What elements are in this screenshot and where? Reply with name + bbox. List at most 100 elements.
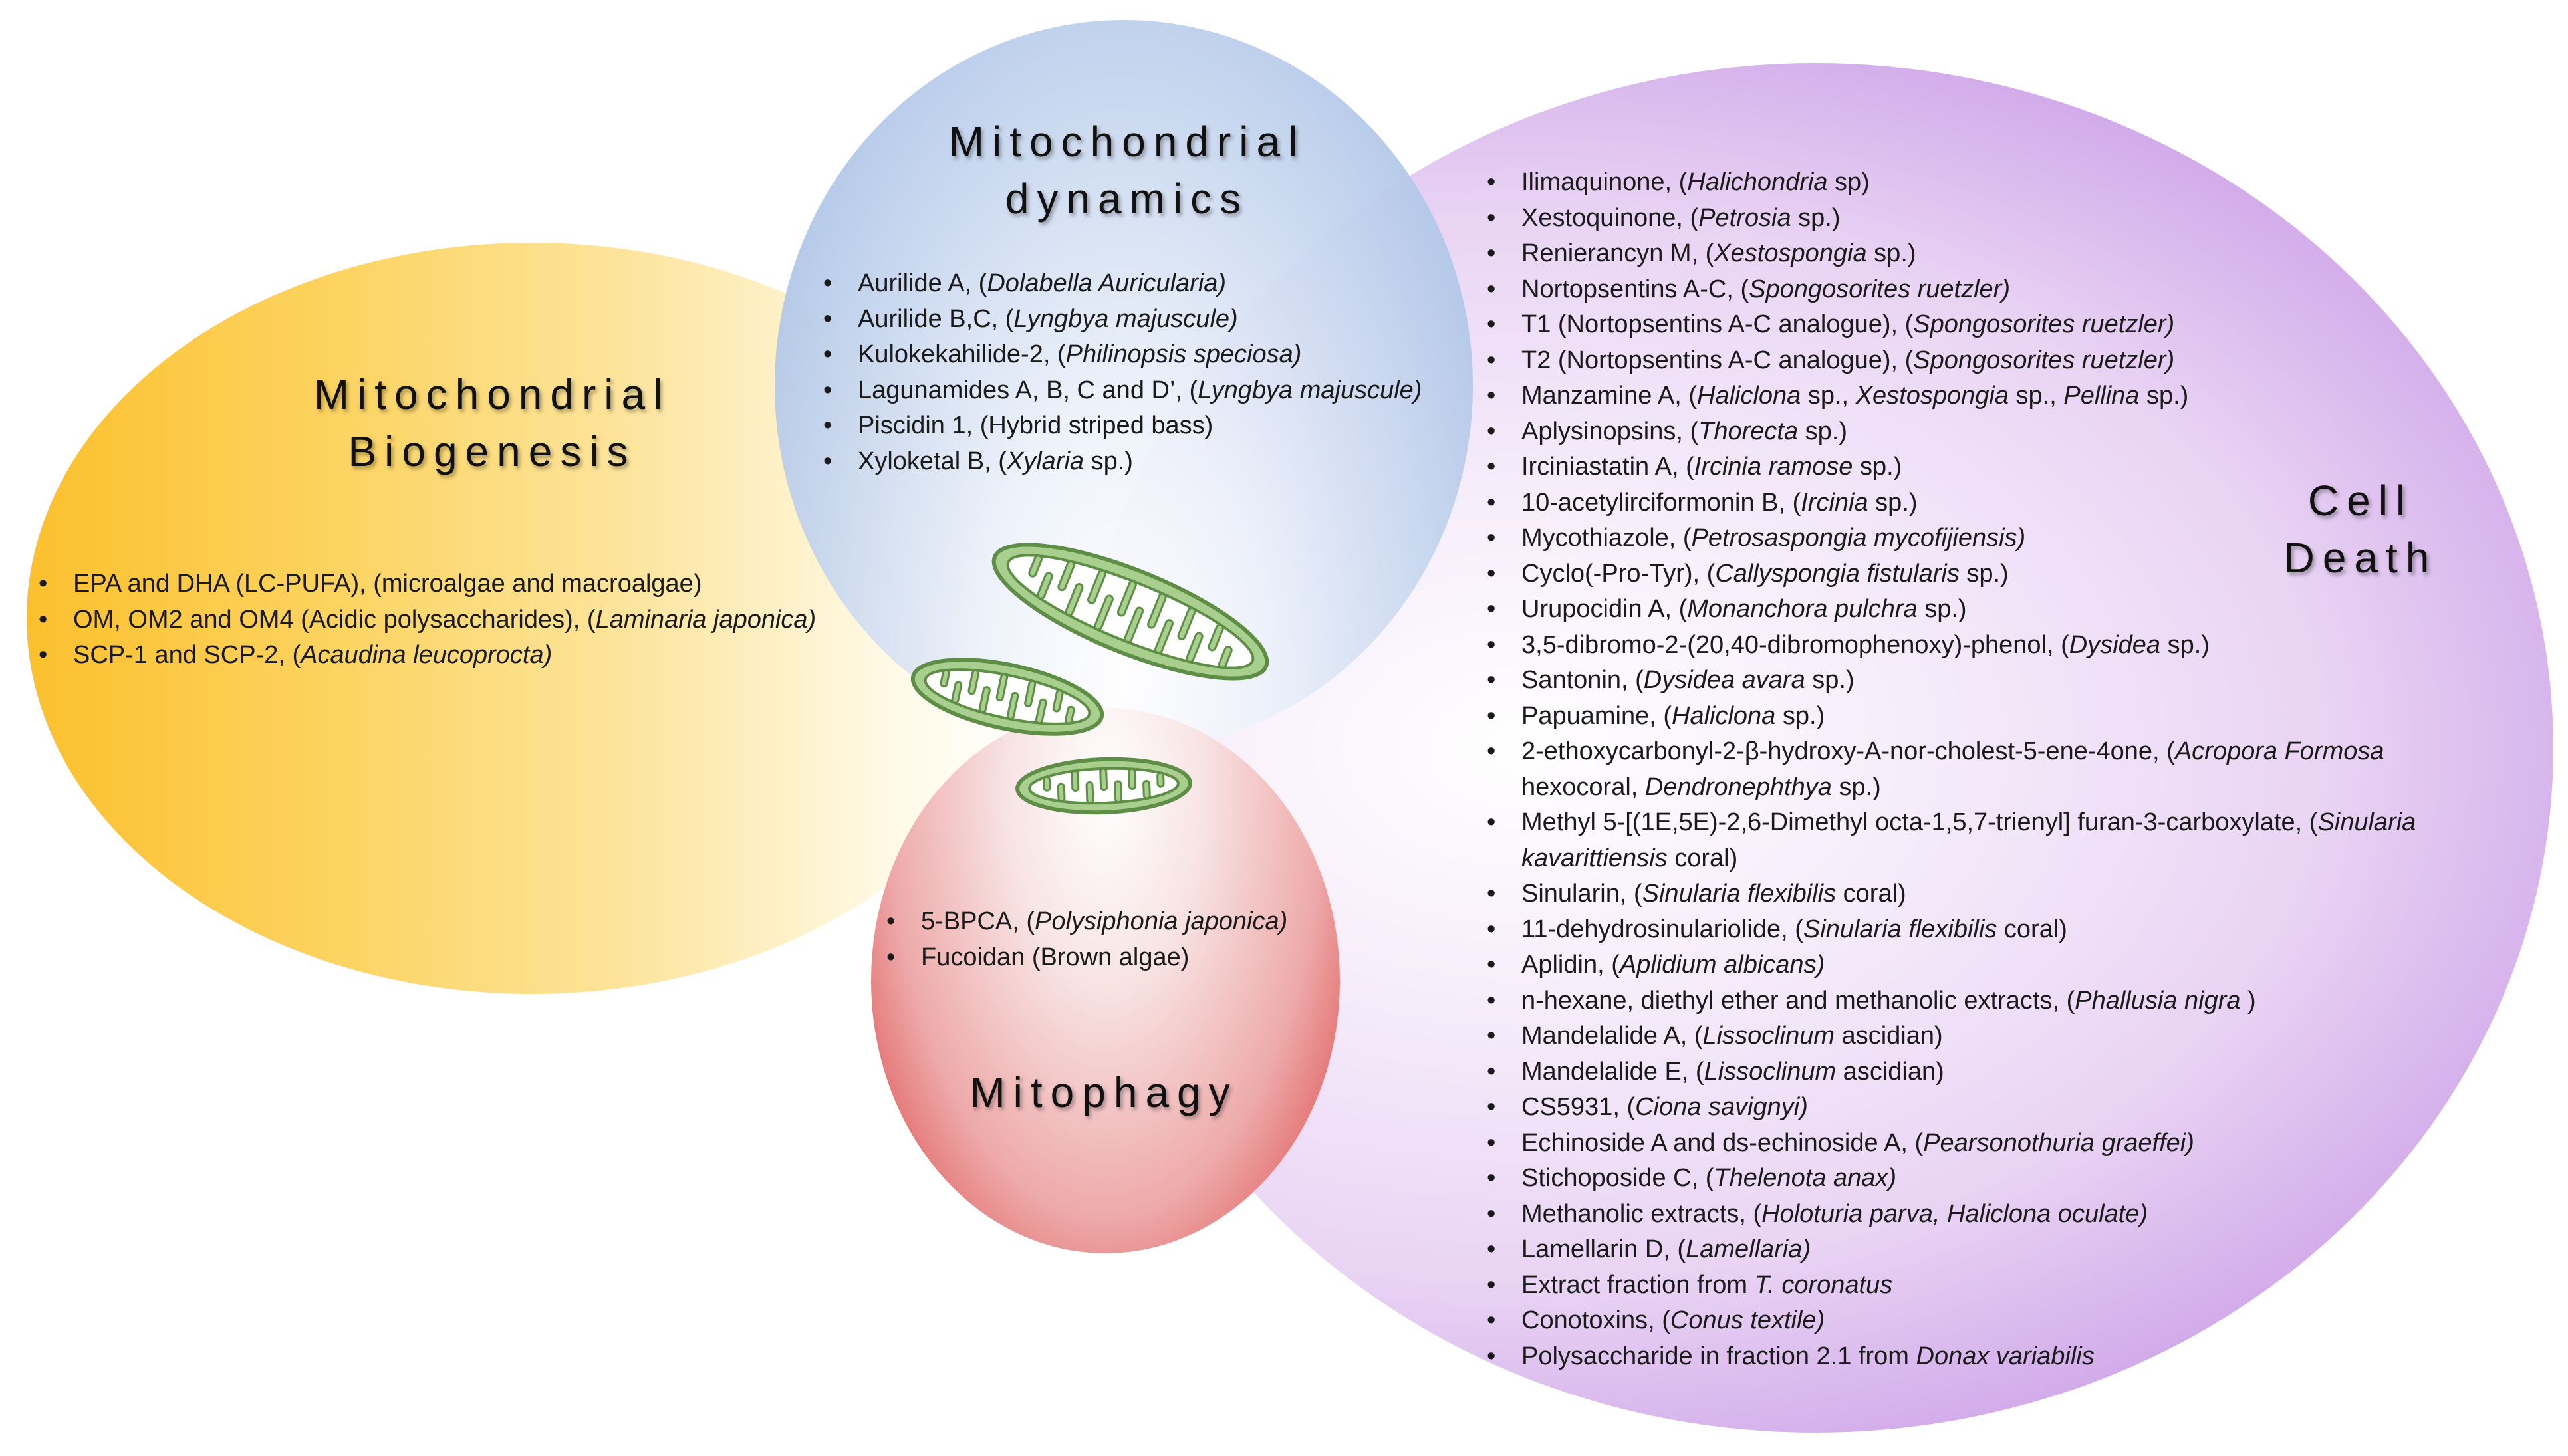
- list-item: SCP-1 and SCP-2, (Acaudina leucoprocta): [35, 638, 952, 673]
- compound-text: 2-ethoxycarbonyl-2-β-hydroxy-A-nor-chole…: [1521, 737, 2175, 765]
- compound-text: Manzamine A, (: [1521, 382, 1697, 410]
- crista-fold: [1052, 689, 1064, 713]
- crista-fold: [1208, 624, 1224, 652]
- compound-text: coral): [1667, 844, 1738, 872]
- compound-text: sp.,: [2008, 382, 2064, 410]
- species-name: Polysiphonia japonica): [1035, 908, 1288, 935]
- compound-text: Xestoquinone, (: [1521, 203, 1699, 232]
- species-name: Acaudina leucoprocta): [301, 641, 553, 669]
- list-item: Aurilide A, (Dolabella Auricularia): [819, 266, 1484, 302]
- compound-text: sp.): [1831, 773, 1881, 801]
- crista-fold: [1035, 698, 1047, 725]
- mitochondrion-icon: [910, 658, 1104, 736]
- compound-text: ascidian): [1835, 1022, 1943, 1050]
- crista-fold: [1156, 771, 1165, 788]
- compound-text: sp.): [1868, 488, 1918, 517]
- species-name: Petrosia: [1698, 203, 1791, 232]
- list-item: Aplidin, (Aplidium albicans): [1483, 947, 2427, 983]
- list-item: 2-ethoxycarbonyl-2-β-hydroxy-A-nor-chole…: [1483, 734, 2427, 805]
- compound-text: EPA and DHA (LC-PUFA), (microalgae and m…: [73, 570, 702, 598]
- compound-text: T2 (Nortopsentins A-C analogue), (: [1521, 346, 1914, 374]
- list-item: CS5931, (Ciona savignyi): [1483, 1090, 2427, 1126]
- compound-text: sp.): [1805, 666, 1855, 694]
- list-item: Nortopsentins A-C, (Spongosorites ruetzl…: [1483, 272, 2427, 308]
- compound-text: 10-acetylirciformonin B, (: [1521, 488, 1801, 517]
- crista-fold: [1124, 606, 1144, 644]
- species-name: Xestospongia: [1855, 382, 2009, 410]
- list-item: Piscidin 1, (Hybrid striped bass): [819, 408, 1484, 444]
- mitochondrion-matrix: [1006, 554, 1255, 669]
- list-item: Lamellarin D, (Lamellaria): [1483, 1232, 2427, 1268]
- crista-fold: [1028, 554, 1043, 578]
- compound-text: Ilimaquinone, (: [1521, 168, 1688, 196]
- species-name: Dendronephthya: [1644, 773, 1832, 801]
- crista-fold: [1116, 580, 1137, 617]
- compound-text: sp.): [1791, 203, 1841, 232]
- species-name: T. coronatus: [1754, 1271, 1893, 1299]
- species-name: Lamellaria): [1686, 1235, 1811, 1263]
- compound-text: sp.): [1853, 453, 1902, 481]
- species-name: Dolabella Auricularia): [987, 269, 1227, 297]
- compound-text: Aurilide A, (: [858, 269, 987, 297]
- compound-text: Irciniastatin A, (: [1521, 453, 1694, 481]
- species-name: Pellina: [2063, 382, 2140, 410]
- compound-text: Lagunamides A, B, C and D’, (: [858, 376, 1198, 404]
- crista-fold: [995, 673, 1009, 702]
- crista-fold: [940, 669, 950, 688]
- species-name: Thorecta: [1698, 417, 1799, 445]
- compound-text: Aplysinopsins, (: [1521, 417, 1699, 445]
- compound-text: n-hexane, diethyl ether and methanolic e…: [1521, 986, 2075, 1015]
- mitochondrion-icon: [1015, 757, 1192, 815]
- list-item: Irciniastatin A, (Ircinia ramose sp.): [1483, 449, 2427, 485]
- crista-fold: [1057, 560, 1075, 592]
- crista-fold: [1142, 779, 1151, 800]
- compound-text: Echinoside A and ds-echinoside A, (: [1521, 1128, 1924, 1157]
- compound-text: Urupocidin A, (: [1521, 595, 1688, 623]
- crista-fold: [1147, 592, 1167, 629]
- mitochondrion-matrix: [924, 668, 1091, 725]
- mitochondria-illustration: [910, 543, 1269, 815]
- compound-text: sp): [1827, 168, 1870, 196]
- list-item: Xyloketal B, (Xylaria sp.): [819, 444, 1484, 480]
- list-item: Urupocidin A, (Monanchora pulchra sp.): [1483, 592, 2427, 628]
- list-item: Mandelalide A, (Lissoclinum ascidian): [1483, 1019, 2427, 1054]
- compound-text: Polysaccharide in fraction 2.1 from: [1521, 1342, 1916, 1370]
- crista-fold: [978, 686, 991, 714]
- compound-text: Mandelalide A, (: [1521, 1022, 1703, 1050]
- crista-fold: [1094, 594, 1114, 631]
- list-item: Manzamine A, (Haliclona sp., Xestospongi…: [1483, 378, 2427, 414]
- compound-text: Stichoposide C, (: [1521, 1164, 1714, 1192]
- species-name: Aplidium albicans): [1619, 951, 1825, 979]
- list-item: Aplysinopsins, (Thorecta sp.): [1483, 414, 2427, 450]
- list-item: OM, OM2 and OM4 (Acidic polysaccharides)…: [35, 602, 952, 638]
- compound-text: Papuamine, (: [1521, 701, 1672, 730]
- list-item: Papuamine, (Haliclona sp.): [1483, 699, 2427, 735]
- compound-text: Sinularin, (: [1521, 880, 1642, 908]
- compound-text: sp.): [1866, 239, 1916, 267]
- biogenesis-compound-list: EPA and DHA (LC-PUFA), (microalgae and m…: [35, 566, 952, 673]
- species-name: Sinularia flexibilis: [1642, 880, 1837, 908]
- list-item: Kulokekahilide-2, (Philinopsis speciosa): [819, 337, 1484, 373]
- list-item: T2 (Nortopsentins A-C analogue), (Spongo…: [1483, 343, 2427, 379]
- species-name: Spongosorites ruetzler): [1913, 310, 2175, 338]
- crista-fold: [1099, 767, 1108, 791]
- mitochondrial-biogenesis-title: Mitochondrial Biogenesis: [160, 366, 825, 480]
- compound-text: 11-dehydrosinulariolide, (: [1521, 915, 1803, 943]
- species-name: Laminaria japonica): [595, 605, 817, 634]
- list-item: n-hexane, diethyl ether and methanolic e…: [1483, 983, 2427, 1019]
- title-line: Biogenesis: [348, 427, 636, 475]
- compound-text: Aplidin, (: [1521, 951, 1620, 979]
- species-name: Holoturia parva, Haliclona oculate): [1761, 1199, 2148, 1228]
- compound-text: Extract fraction from: [1521, 1271, 1755, 1299]
- species-name: Callyspongia fistularis: [1715, 559, 1960, 588]
- species-name: Ircinia ramose: [1694, 453, 1853, 481]
- list-item: Conotoxins, (Conus textile): [1483, 1303, 2427, 1339]
- list-item: Methanolic extracts, (Holoturia parva, H…: [1483, 1197, 2427, 1233]
- crista-fold: [1065, 705, 1075, 725]
- crista-fold: [1057, 783, 1066, 803]
- compound-text: Renierancyn M, (: [1521, 239, 1714, 267]
- species-name: Spongosorites ruetzler): [1913, 346, 2175, 374]
- list-item: EPA and DHA (LC-PUFA), (microalgae and m…: [35, 566, 952, 602]
- title-line: Mitophagy: [969, 1068, 1238, 1116]
